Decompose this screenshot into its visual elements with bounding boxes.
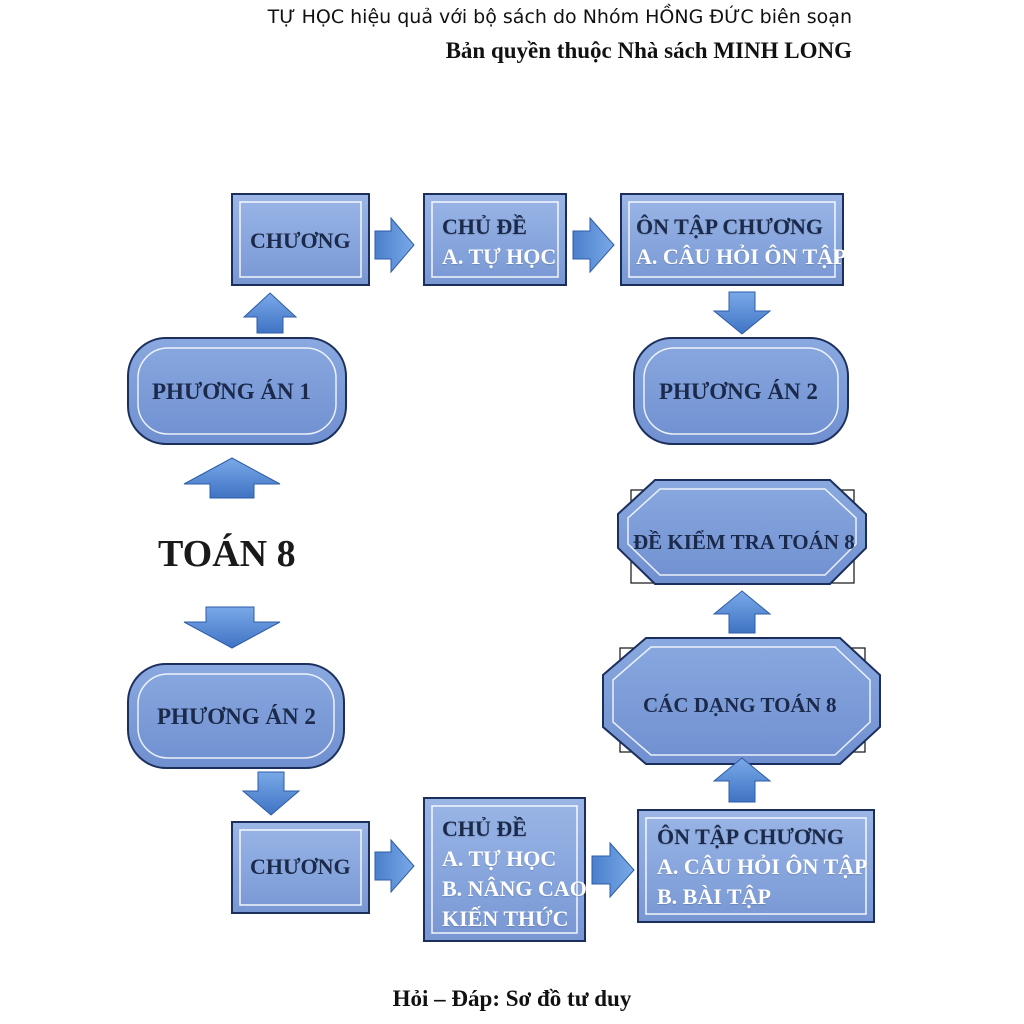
arrow-up-2 xyxy=(712,757,772,803)
top-on-tap-text: ÔN TẬP CHƯƠNG A. CÂU HỎI ÔN TẬP xyxy=(636,212,846,272)
phuong-an-2-bottom-pill xyxy=(127,663,345,769)
header-line-2: Bản quyền thuộc Nhà sách MINH LONG xyxy=(445,38,852,63)
main-title: TOÁN 8 xyxy=(158,533,296,575)
header-line-1: TỰ HỌC hiệu quả với bộ sách do Nhóm HỒNG… xyxy=(267,6,852,28)
bottom-on-tap-line2: B. BÀI TẬP xyxy=(657,884,771,909)
bottom-chu-de-line1: A. TỰ HỌC xyxy=(442,846,557,871)
top-on-tap-box xyxy=(620,193,844,286)
bottom-chu-de-line2: B. NÂNG CAO xyxy=(442,876,587,901)
cac-dang-toan-label: CÁC DẠNG TOÁN 8 xyxy=(643,693,837,717)
arrow-down-toan xyxy=(183,606,281,649)
top-on-tap-line1: A. CÂU HỎI ÔN TẬP xyxy=(636,244,847,269)
bottom-chu-de-text: CHỦ ĐỀ A. TỰ HỌC B. NÂNG CAO KIẾN THỨC xyxy=(442,814,587,934)
de-kiem-tra-octagon xyxy=(617,479,867,585)
bottom-on-tap-line1: A. CÂU HỎI ÔN TẬP xyxy=(657,854,868,879)
top-chu-de-box xyxy=(423,193,567,286)
bottom-chu-de-box xyxy=(423,797,586,942)
bottom-on-tap-heading: ÔN TẬP CHƯƠNG xyxy=(657,824,845,849)
arrow-up-1 xyxy=(242,292,298,334)
bottom-chu-de-line3: KIẾN THỨC xyxy=(442,906,569,931)
arrow-up-toan xyxy=(183,457,281,499)
top-chuong-box xyxy=(231,193,370,286)
top-chu-de-line1: A. TỰ HỌC xyxy=(442,244,557,269)
arrow-up-3 xyxy=(712,590,772,634)
bottom-chu-de-heading: CHỦ ĐỀ xyxy=(442,816,527,841)
arrow-right-1 xyxy=(374,216,415,274)
phuong-an-2-bottom-label: PHƯƠNG ÁN 2 xyxy=(157,704,316,729)
phuong-an-1-pill xyxy=(127,337,347,445)
phuong-an-2-right-pill xyxy=(633,337,849,445)
arrow-right-4 xyxy=(591,841,635,899)
cac-dang-toan-octagon xyxy=(602,637,881,765)
bottom-chuong-box xyxy=(231,821,370,914)
phuong-an-1-label: PHƯƠNG ÁN 1 xyxy=(152,379,311,404)
bottom-chuong-label: CHƯƠNG xyxy=(250,854,351,879)
bottom-on-tap-box xyxy=(637,809,875,923)
bottom-on-tap-text: ÔN TẬP CHƯƠNG A. CÂU HỎI ÔN TẬP B. BÀI T… xyxy=(657,822,867,912)
top-chuong-label: CHƯƠNG xyxy=(250,228,351,253)
arrow-right-3 xyxy=(374,838,415,894)
arrow-down-2 xyxy=(241,771,301,816)
arrow-down-1 xyxy=(712,291,772,335)
de-kiem-tra-label: ĐỀ KIỂM TRA TOÁN 8 xyxy=(633,530,855,554)
top-chu-de-text: CHỦ ĐỀ A. TỰ HỌC xyxy=(442,212,556,272)
arrow-right-2 xyxy=(572,216,615,274)
phuong-an-2-right-label: PHƯƠNG ÁN 2 xyxy=(659,379,818,404)
caption: Hỏi – Đáp: Sơ đồ tư duy xyxy=(392,986,632,1011)
top-chu-de-heading: CHỦ ĐỀ xyxy=(442,214,527,239)
top-on-tap-heading: ÔN TẬP CHƯƠNG xyxy=(636,214,824,239)
